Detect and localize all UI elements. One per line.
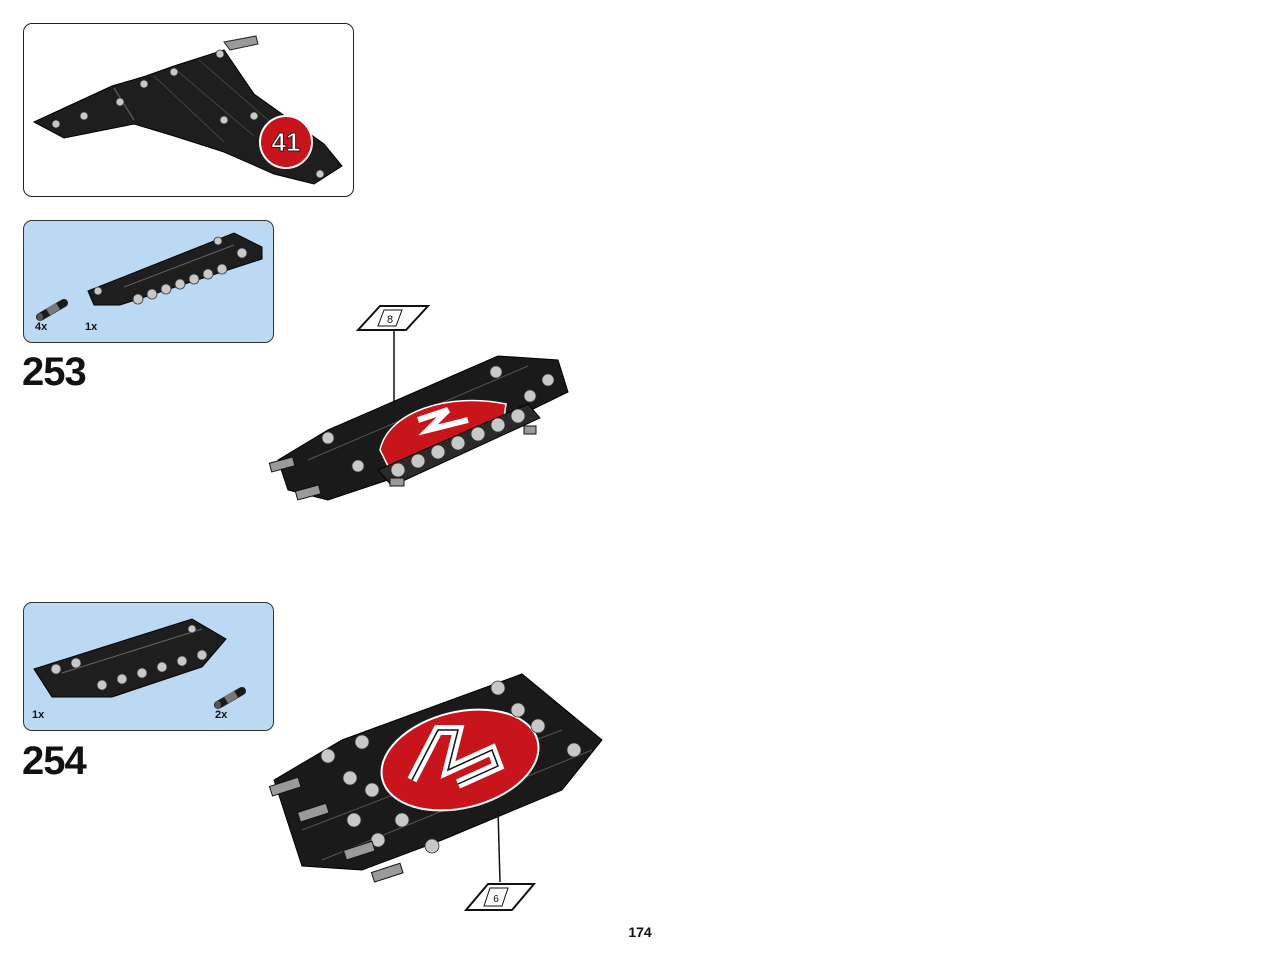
sticker-callout: 8 xyxy=(355,305,431,408)
beam-panel-icon xyxy=(87,232,263,306)
connector-pin-icon xyxy=(36,299,68,321)
wing-panel-icon xyxy=(33,618,227,698)
parts-list-254: 1x 2x xyxy=(23,602,274,731)
part-quantity: 1x xyxy=(32,709,45,721)
step-number: 253 xyxy=(22,350,87,394)
sticker-callout: 6 xyxy=(463,809,537,911)
decal-41: 41 xyxy=(259,115,313,169)
page-number: 174 xyxy=(628,924,652,940)
submodel-preview-box: 41 xyxy=(23,23,354,197)
part-quantity: 2x xyxy=(215,709,228,721)
step-253-illustration: 8 xyxy=(268,305,569,501)
step-number: 254 xyxy=(22,739,87,783)
parts-list-253: 4x 1x xyxy=(23,220,274,343)
svg-text:6: 6 xyxy=(493,894,499,905)
connector-pin-icon xyxy=(214,687,246,709)
svg-text:41: 41 xyxy=(272,127,301,157)
svg-text:8: 8 xyxy=(387,314,393,326)
submodel-illustration: 41 xyxy=(32,35,343,185)
part-quantity: 1x xyxy=(85,321,98,333)
part-quantity: 4x xyxy=(35,321,48,333)
step-254-illustration: 6 xyxy=(268,673,603,911)
